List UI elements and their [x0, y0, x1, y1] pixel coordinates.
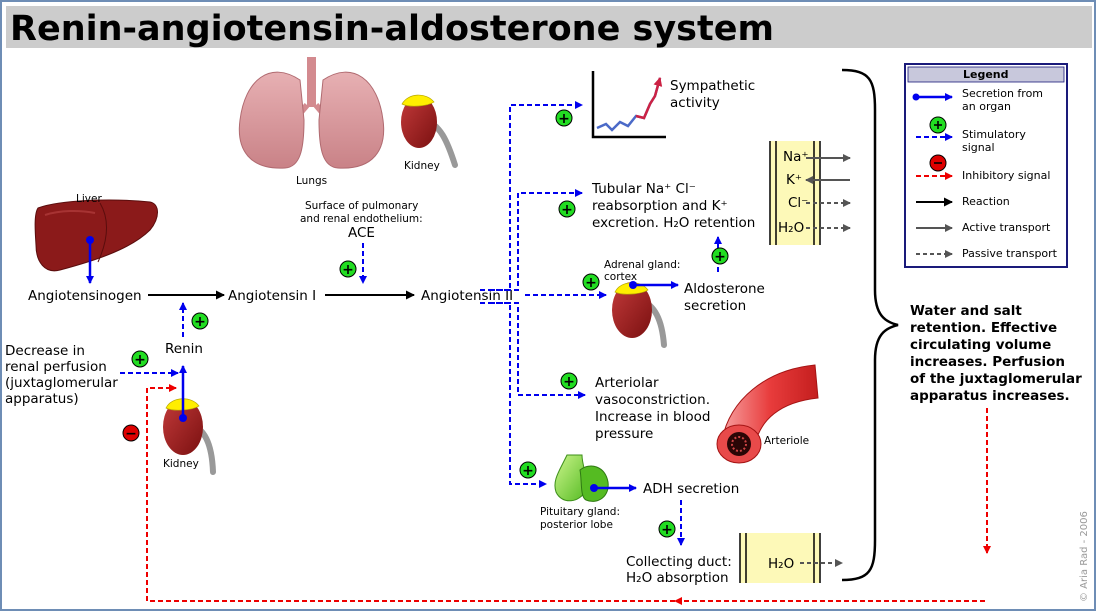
outcome-line1: Water and salt [910, 303, 1022, 319]
plus-badge-sympathetic: + [555, 109, 573, 127]
ion-h2o: H₂O [778, 220, 804, 236]
aldosterone-line2: secretion [684, 298, 746, 314]
adrenal-label-line1: Adrenal gland: [604, 259, 680, 271]
legend-stimulatory-line2: signal [962, 141, 995, 154]
legend-secretion-line1: Secretion from [962, 87, 1043, 100]
plus-badge-adrenal: + [582, 273, 600, 291]
title-bar [6, 6, 1092, 48]
decrease-line1: Decrease in [5, 343, 85, 359]
svg-text:+: + [714, 249, 726, 265]
svg-text:+: + [522, 463, 534, 479]
outcome-brace [841, 68, 899, 582]
legend-title: Legend [963, 68, 1009, 81]
outcome-line3: circulating volume [910, 337, 1051, 353]
kidney-top-label: Kidney [404, 160, 440, 172]
decrease-line4: apparatus) [5, 391, 79, 407]
adh-label: ADH secretion [643, 481, 739, 497]
ace-location-line1: Surface of pulmonary [305, 200, 418, 212]
tubule-transport-panel [769, 141, 851, 245]
arteriolar-line3: Increase in blood [595, 409, 710, 425]
angiotensinogen-label: Angiotensinogen [28, 288, 142, 304]
svg-text:+: + [561, 202, 573, 218]
pituitary-icon [554, 454, 609, 502]
diagram-title: Renin-angiotensin-aldosterone system [10, 9, 774, 49]
lungs-label: Lungs [296, 175, 327, 187]
minus-badge-inhibit: − [122, 424, 140, 442]
stim-arteriole-arrow [490, 302, 586, 399]
duct-ion-h2o: H₂O [768, 556, 794, 572]
svg-text:+: + [342, 262, 354, 278]
kidney-top-icon [401, 94, 458, 168]
legend-stimulatory-line1: Stimulatory [962, 128, 1026, 141]
svg-text:−: − [125, 426, 137, 442]
stim-pituitary-arrow [480, 302, 547, 488]
sympathetic-line1: Sympathetic [670, 78, 755, 94]
legend-passive: Passive transport [962, 247, 1058, 260]
outcome-line4: increases. Perfusion [910, 354, 1065, 370]
collecting-line2: H₂O absorption [626, 570, 729, 586]
plus-badge-aldosterone: + [711, 247, 729, 265]
arteriole-label: Arteriole [764, 435, 809, 447]
pituitary-label-line1: Pituitary gland: [540, 506, 620, 518]
kidney-bottom-label: Kidney [163, 458, 199, 470]
ace-location-line2: and renal endothelium: [300, 213, 423, 225]
tubular-line2: reabsorption and K⁺ [592, 198, 728, 214]
collecting-line1: Collecting duct: [626, 554, 732, 570]
plus-badge-ace: + [339, 260, 357, 278]
svg-text:+: + [134, 352, 146, 368]
outcome-line6: apparatus increases. [910, 388, 1070, 404]
angiotensin-1-label: Angiotensin I [228, 288, 316, 304]
svg-text:+: + [558, 111, 570, 127]
ion-cl: Cl⁻ [788, 195, 808, 211]
svg-text:+: + [194, 314, 206, 330]
pituitary-label-line2: posterior lobe [540, 519, 613, 531]
sympathetic-graph-icon [591, 71, 666, 139]
ion-k: K⁺ [786, 172, 802, 188]
credit-text: © Aria Rad - 2006 [1079, 511, 1090, 602]
ion-na: Na⁺ [783, 149, 809, 165]
sympathetic-line2: activity [670, 95, 720, 111]
arteriolar-line4: pressure [595, 426, 653, 442]
arteriole-icon [716, 364, 819, 464]
adrenal-label-line2: cortex [604, 271, 637, 283]
legend-reaction: Reaction [962, 195, 1010, 208]
svg-text:+: + [661, 522, 673, 538]
plus-badge-collecting: + [658, 520, 676, 538]
feedback-inhibit-arrow [146, 384, 675, 602]
plus-badge-renin: + [191, 312, 209, 330]
ace-label: ACE [348, 225, 375, 241]
arteriolar-line2: vasoconstriction. [595, 392, 710, 408]
renin-label: Renin [165, 341, 203, 357]
aldosterone-line1: Aldosterone [684, 281, 765, 297]
plus-badge-arteriole: + [560, 372, 578, 390]
liver-label: Liver [76, 193, 102, 205]
legend-active: Active transport [962, 221, 1051, 234]
legend [904, 63, 1068, 268]
tubular-line3: excretion. H₂O retention [592, 215, 755, 231]
plus-badge-pituitary: + [519, 461, 537, 479]
liver-icon [34, 199, 158, 272]
outcome-line5: of the juxtaglomerular [910, 371, 1082, 387]
outcome-line2: retention. Effective [910, 320, 1057, 336]
duct-transport-panel [739, 533, 843, 583]
plus-badge-tubular: + [558, 200, 576, 218]
svg-text:+: + [563, 374, 575, 390]
plus-badge-perfusion: + [131, 350, 149, 368]
legend-secretion-line2: an organ [962, 100, 1011, 113]
tubular-line1: Tubular Na⁺ Cl⁻ [591, 181, 696, 197]
arteriolar-line1: Arteriolar [595, 375, 659, 391]
legend-inhibitory: Inhibitory signal [962, 169, 1050, 182]
lungs-icon [238, 57, 385, 169]
decrease-line3: (juxtaglomerular [5, 375, 118, 391]
stim-sympathetic-arrow [480, 101, 583, 291]
decrease-line2: renal perfusion [5, 359, 107, 375]
stim-tubular-arrow [490, 189, 583, 291]
angiotensin-2-label: Angiotensin II [421, 288, 513, 304]
svg-text:+: + [585, 275, 597, 291]
